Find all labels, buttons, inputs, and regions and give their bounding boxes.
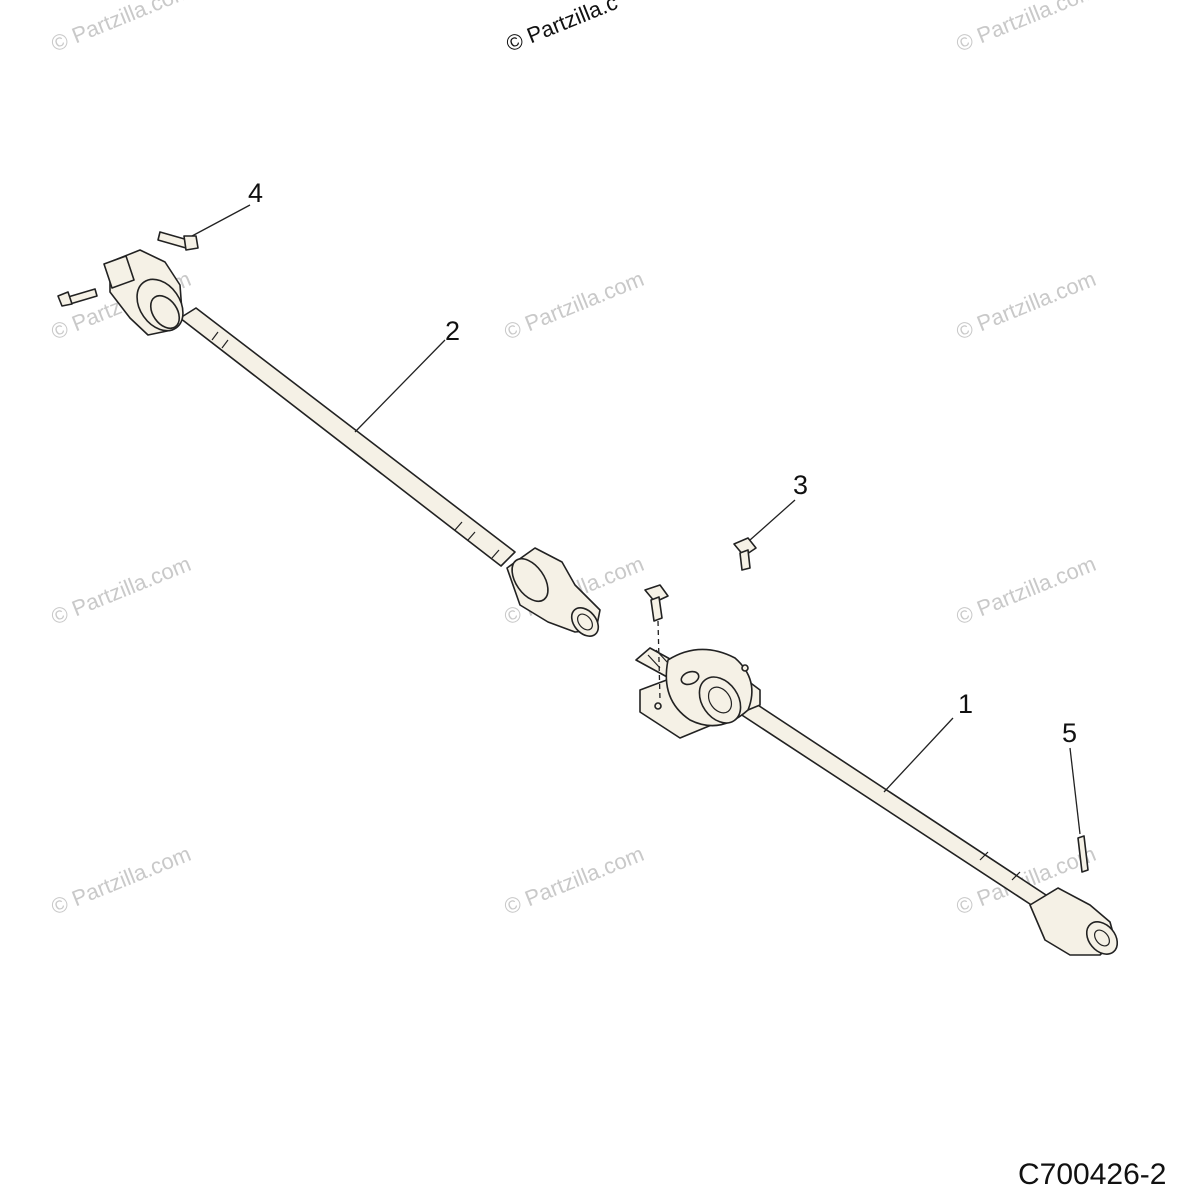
bolt-bearing-2[interactable] bbox=[644, 584, 669, 701]
leader-4 bbox=[191, 204, 251, 237]
leader-1 bbox=[883, 717, 954, 793]
watermark-top: © Partzilla.c bbox=[503, 0, 621, 57]
watermark: © Partzilla.com bbox=[501, 841, 648, 920]
watermark: © Partzilla.com bbox=[953, 551, 1100, 630]
bolt-yoke-top[interactable] bbox=[157, 231, 199, 251]
shaft-tube bbox=[721, 689, 1047, 909]
figure-code: C700426-2 bbox=[1018, 1158, 1166, 1191]
leader-lines bbox=[191, 204, 1081, 835]
leader-2 bbox=[354, 339, 446, 433]
watermark: © Partzilla.com bbox=[48, 551, 195, 630]
callout-2[interactable]: 2 bbox=[445, 316, 460, 346]
prop-shaft-front[interactable] bbox=[103, 249, 604, 641]
callout-4[interactable]: 4 bbox=[248, 178, 263, 208]
roll-pin[interactable] bbox=[1077, 835, 1089, 873]
leader-5 bbox=[1069, 747, 1081, 835]
prop-shaft-rear[interactable] bbox=[635, 647, 1124, 960]
watermark-layer: © Partzilla.c © Partzilla.com © Partzill… bbox=[48, 0, 1100, 920]
leader-3 bbox=[749, 499, 796, 541]
watermark: © Partzilla.com bbox=[953, 266, 1100, 345]
watermark: © Partzilla.com bbox=[48, 0, 195, 57]
shaft-tube bbox=[179, 307, 516, 567]
callout-labels: 1 2 3 4 5 bbox=[248, 178, 1077, 748]
watermark: © Partzilla.com bbox=[48, 841, 195, 920]
callout-1[interactable]: 1 bbox=[958, 689, 973, 719]
watermark: © Partzilla.com bbox=[501, 266, 648, 345]
bolt-yoke-side[interactable] bbox=[57, 288, 98, 307]
callout-3[interactable]: 3 bbox=[793, 470, 808, 500]
callout-5[interactable]: 5 bbox=[1062, 718, 1077, 748]
watermark: © Partzilla.com bbox=[953, 0, 1100, 57]
bolt-bearing-1[interactable] bbox=[733, 537, 757, 571]
